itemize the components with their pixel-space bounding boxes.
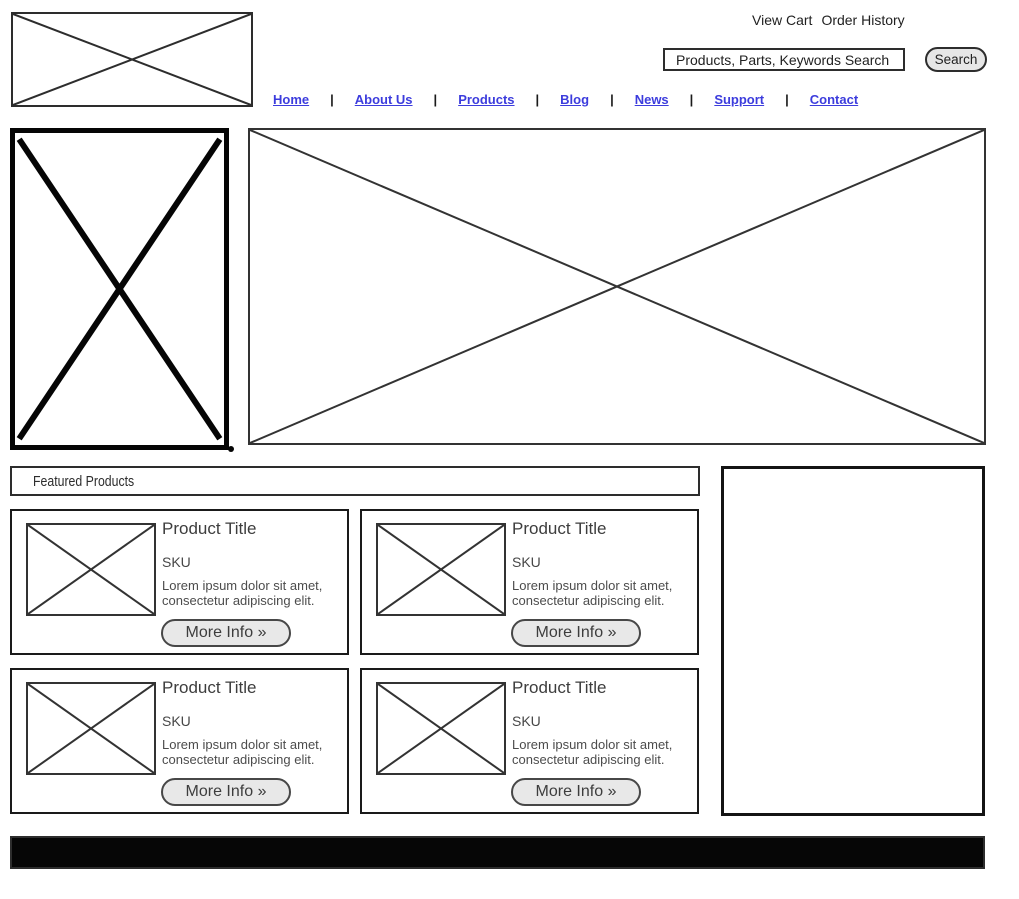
nav-link-news[interactable]: News [634, 92, 669, 107]
product-description: Lorem ipsum dolor sit amet, consectetur … [162, 578, 323, 608]
product-description: Lorem ipsum dolor sit amet, consectetur … [512, 578, 673, 608]
view-cart-link[interactable]: View Cart [752, 12, 813, 28]
order-history-link[interactable]: Order History [821, 12, 905, 28]
product-sku: SKU [162, 554, 191, 570]
product-card: Product Title SKU Lorem ipsum dolor sit … [10, 668, 349, 814]
product-sku: SKU [162, 713, 191, 729]
banner-image-placeholder [248, 128, 986, 445]
x-placeholder-icon [378, 684, 504, 773]
product-card: Product Title SKU Lorem ipsum dolor sit … [10, 509, 349, 655]
nav-link-about-us[interactable]: About Us [354, 92, 413, 107]
nav-link-home[interactable]: Home [273, 92, 310, 107]
product-card: Product Title SKU Lorem ipsum dolor sit … [360, 668, 699, 814]
x-placeholder-icon [28, 684, 154, 773]
featured-products-header: Featured Products [10, 466, 700, 496]
x-placeholder-icon [378, 525, 504, 614]
more-info-button[interactable]: More Info » [511, 619, 641, 647]
nav-separator: | [785, 92, 789, 107]
main-nav: Home | About Us | Products | Blog | News… [273, 92, 858, 107]
product-description: Lorem ipsum dolor sit amet, consectetur … [512, 737, 673, 767]
product-sku: SKU [512, 554, 541, 570]
product-title: Product Title [162, 678, 257, 697]
x-placeholder-icon [28, 525, 154, 614]
nav-separator: | [330, 92, 334, 107]
x-placeholder-icon [15, 133, 224, 445]
product-card: Product Title SKU Lorem ipsum dolor sit … [360, 509, 699, 655]
product-image-placeholder [26, 682, 156, 775]
x-placeholder-icon [250, 130, 984, 443]
product-image-placeholder [376, 523, 506, 616]
account-links: View Cart Order History [752, 12, 905, 28]
featured-products-title: Featured Products [33, 472, 135, 490]
nav-separator: | [610, 92, 614, 107]
search-button[interactable]: Search [925, 47, 987, 72]
product-sku: SKU [512, 713, 541, 729]
hero-image-placeholder [10, 128, 229, 450]
logo-image-placeholder [11, 12, 253, 107]
product-title: Product Title [162, 519, 257, 538]
nav-separator: | [433, 92, 438, 107]
nav-link-contact[interactable]: Contact [809, 92, 859, 107]
product-description: Lorem ipsum dolor sit amet, consectetur … [162, 737, 323, 767]
more-info-button[interactable]: More Info » [161, 778, 291, 806]
more-info-button[interactable]: More Info » [161, 619, 291, 647]
product-title: Product Title [512, 519, 607, 538]
product-image-placeholder [26, 523, 156, 616]
search-input[interactable] [663, 48, 905, 71]
sidebar-panel [721, 466, 985, 816]
footer-bar [10, 836, 985, 869]
x-placeholder-icon [13, 14, 251, 105]
nav-link-support[interactable]: Support [714, 92, 765, 107]
hero-corner-ink-dot [228, 446, 234, 452]
nav-separator: | [535, 92, 540, 107]
nav-link-products[interactable]: Products [458, 92, 515, 107]
product-image-placeholder [376, 682, 506, 775]
nav-link-blog[interactable]: Blog [560, 92, 590, 107]
nav-separator: | [689, 92, 694, 107]
product-title: Product Title [512, 678, 607, 697]
more-info-button[interactable]: More Info » [511, 778, 641, 806]
